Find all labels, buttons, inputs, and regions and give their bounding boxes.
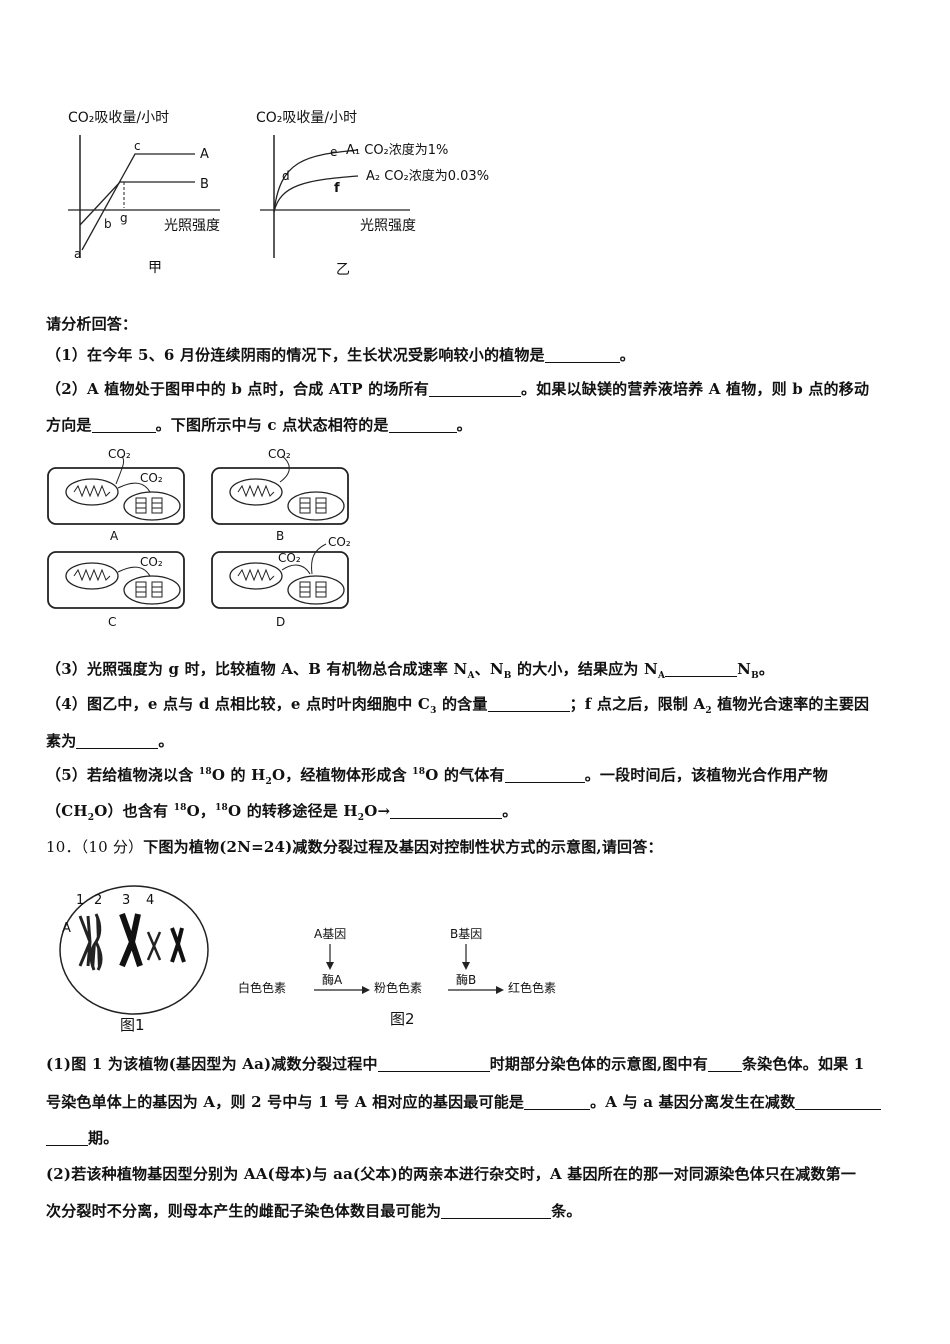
q9-q4-cont: 素为。 [46,732,174,750]
svg-text:a: a [74,247,81,261]
q9-q5-cont: （CH2O）也含有 18O，18O 的转移途径是 H2O→。 [46,802,518,823]
graph-yi: CO₂吸收量/小时 e d f A₁ CO₂浓度为1% A₂ CO₂浓度为0.0… [250,100,540,280]
q9-q1: （1）在今年 5、6 月份连续阴雨的情况下，生长状况受影响较小的植物是。 [46,346,635,364]
answer-blank[interactable] [487,696,570,712]
svg-text:CO₂: CO₂ [278,551,301,565]
q10-figure1: 1 2 3 4 A 图1 [50,880,220,1040]
svg-text:A: A [62,921,71,936]
q9-q2: （2）A 植物处于图甲中的 b 点时，合成 ATP 的场所有。如果以缺镁的营养液… [46,380,870,398]
answer-blank[interactable] [665,661,738,677]
q9-intro: 请分析回答： [46,315,138,333]
svg-text:酶B: 酶B [456,972,476,987]
q10-p1: (1)图 1 为该植物(基因型为 Aa)减数分裂过程中时期部分染色体的示意图,图… [46,1055,865,1073]
answer-blank[interactable] [388,417,457,433]
svg-text:图2: 图2 [390,1010,415,1028]
svg-text:c: c [134,139,141,153]
svg-text:d: d [282,169,290,183]
svg-text:e: e [330,145,337,159]
svg-text:红色色素: 红色色素 [508,980,556,995]
svg-text:乙: 乙 [336,262,350,278]
graph-yi-ylabel: CO₂吸收量/小时 [256,110,357,126]
answer-blank[interactable] [91,417,156,433]
svg-text:3: 3 [122,893,130,908]
svg-text:B: B [200,177,209,192]
answer-blank[interactable] [544,347,620,363]
svg-text:A₁ CO₂浓度为1%: A₁ CO₂浓度为1% [346,142,448,158]
svg-text:CO₂: CO₂ [268,447,291,461]
svg-text:2: 2 [94,893,102,908]
answer-blank[interactable] [441,1203,552,1219]
svg-text:光照强度: 光照强度 [360,218,416,234]
svg-text:A₂ CO₂浓度为0.03%: A₂ CO₂浓度为0.03% [366,168,489,184]
svg-text:f: f [334,181,340,196]
svg-text:CO₂: CO₂ [108,447,131,461]
svg-text:CO₂: CO₂ [328,535,351,549]
answer-blank[interactable] [428,381,521,397]
q10-p1-cont: 号染色单体上的基因为 A，则 2 号中与 1 号 A 相对应的基因最可能是。A … [46,1091,882,1112]
answer-blank[interactable] [707,1056,742,1072]
graph-jia-ylabel: CO₂吸收量/小时 [68,110,169,126]
svg-text:4: 4 [146,893,154,908]
q9-q3: （3）光照强度为 g 时，比较植物 A、B 有机物总合成速率 NA、NB 的大小… [46,660,775,681]
answer-blank[interactable] [76,733,159,749]
answer-blank[interactable] [377,1056,490,1072]
graph-jia: CO₂吸收量/小时 a b c g A B 光照强度 甲 [60,100,260,280]
svg-text:B基因: B基因 [450,927,482,941]
svg-text:C: C [108,615,116,629]
svg-text:白色色素: 白色色素 [238,980,286,995]
q9-q2-cont: 方向是。下图所示中与 c 点状态相符的是。 [46,416,472,434]
svg-text:甲: 甲 [148,260,162,276]
answer-blank[interactable] [390,803,503,819]
q10-p2: (2)若该种植物基因型分别为 AA(母本)与 aa(父本)的两亲本进行杂交时，A… [46,1165,857,1183]
q10-p2-cont: 次分裂时不分离，则母本产生的雌配子染色体数目最可能为条。 [46,1202,582,1220]
svg-text:D: D [276,615,285,629]
answer-blank[interactable] [46,1130,88,1146]
q9-q5: （5）若给植物浇以含 18O 的 H2O，经植物体形成含 18O 的气体有。一段… [46,766,828,787]
svg-text:CO₂: CO₂ [140,471,163,485]
svg-text:A: A [110,529,119,543]
svg-text:光照强度: 光照强度 [164,218,220,234]
svg-text:g: g [120,211,128,225]
q10-title: 10．（10 分）下图为植物(2N=24)减数分裂过程及基因对控制性状方式的示意… [46,838,663,856]
svg-text:A: A [200,147,209,162]
svg-text:B: B [276,529,284,543]
svg-text:1: 1 [76,893,84,908]
answer-blank[interactable] [504,767,585,783]
svg-text:图1: 图1 [120,1016,145,1034]
svg-text:CO₂: CO₂ [140,555,163,569]
q10-figure2: A基因 B基因 白色色素 酶A 粉色色素 酶B 红色色素 图2 [230,920,590,1040]
svg-text:b: b [104,217,112,231]
svg-text:粉色色素: 粉色色素 [374,981,422,995]
answer-blank[interactable] [524,1094,591,1110]
q10-p1-cont2: 期。 [46,1127,118,1148]
answer-blank[interactable] [795,1094,882,1110]
q9-q4: （4）图乙中，e 点与 d 点相比较，e 点时叶肉细胞中 C3 的含量；f 点之… [46,695,870,716]
svg-text:酶A: 酶A [322,972,343,987]
svg-text:A基因: A基因 [314,927,346,941]
cell-diagrams: CO₂ CO₂ A CO₂ B CO₂ C CO₂ CO₂ D [44,440,374,635]
